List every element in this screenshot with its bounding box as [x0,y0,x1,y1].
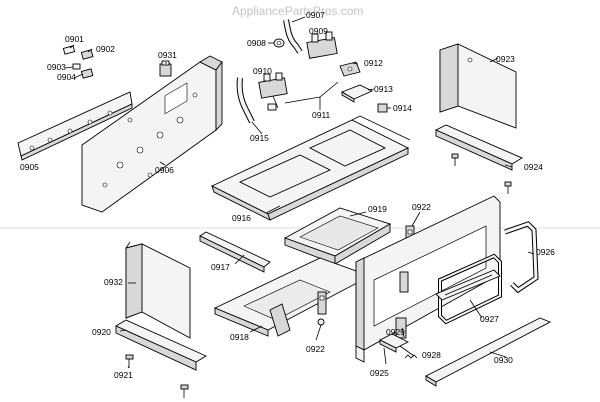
part-0924-leveler-a[interactable] [451,153,459,166]
part-0916-base-pan[interactable] [210,115,411,221]
label-0904: 0904 [57,72,76,82]
label-0905: 0905 [20,162,39,172]
part-0918-bottom-frame[interactable] [213,257,372,337]
part-0925-front-frame[interactable] [355,195,501,363]
leader-lines [64,16,535,369]
label-0918: 0918 [230,332,249,342]
part-0923-side-panel[interactable] [439,43,517,129]
label-0923: 0923 [496,54,515,64]
label-0916: 0916 [232,213,251,223]
label-0927: 0927 [480,314,499,324]
label-0914: 0914 [393,103,412,113]
part-0922-bracket-lower[interactable] [317,291,327,326]
label-0919: 0919 [368,204,387,214]
part-0901-clip[interactable] [62,45,76,55]
label-0930: 0930 [494,355,513,365]
label-0901: 0901 [65,34,84,44]
part-0920-kick-rail[interactable] [115,319,207,371]
watermark: AppliancePartsPros.com [232,4,363,18]
part-0909-valve[interactable] [306,31,338,59]
label-0921: 0921 [114,370,133,380]
label-0913: 0913 [374,84,393,94]
part-0904-grommet[interactable] [80,68,94,79]
label-0902: 0902 [96,44,115,54]
label-0928: 0928 [422,350,441,360]
part-0910-igniter[interactable] [258,72,288,109]
label-0924: 0924 [524,162,543,172]
part-0927-burner[interactable] [435,269,501,301]
part-0912-thermostat[interactable] [339,61,361,77]
part-0915-gas-tube[interactable] [236,77,255,124]
label-0922-lower: 0922 [306,344,325,354]
label-0929: 0929 [386,327,405,337]
part-0903-screw[interactable] [72,63,81,70]
part-0906-back-panel[interactable] [81,55,223,213]
label-0911: 0911 [312,110,331,120]
part-0924-kick-rail[interactable] [434,124,523,171]
label-0903: 0903 [47,62,66,72]
label-0912: 0912 [364,58,383,68]
part-0931-switch[interactable] [159,60,172,77]
label-0926: 0926 [536,247,555,257]
part-0926-burner-tube[interactable] [438,221,539,325]
label-0920: 0920 [92,327,111,337]
label-0925: 0925 [370,368,389,378]
part-0930-front-rail[interactable] [425,317,552,387]
part-0908-clamp[interactable] [273,38,285,48]
part-0913-cover[interactable] [340,84,374,103]
label-0922-upper: 0922 [412,202,431,212]
part-0924-leveler-b[interactable] [504,181,512,194]
part-0928-orifice[interactable] [378,333,410,353]
part-0905-control-panel[interactable] [17,91,133,161]
label-0909: 0909 [309,26,328,36]
part-0929-spring[interactable] [404,354,418,359]
part-0914-sensor[interactable] [377,103,388,113]
label-0906: 0906 [155,165,174,175]
label-0908: 0908 [247,38,266,48]
label-0917: 0917 [211,262,230,272]
label-0931: 0931 [158,50,177,60]
part-0919-drawer-tray[interactable] [283,207,392,265]
part-0921-leveler-b[interactable] [180,384,189,398]
part-0907-tube[interactable] [283,19,303,54]
label-0915: 0915 [250,133,269,143]
label-0932: 0932 [104,277,123,287]
part-0921-leveler-a[interactable] [125,354,134,368]
label-0907: 0907 [306,10,325,20]
part-0902-bracket[interactable] [80,49,94,60]
label-0910: 0910 [253,66,272,76]
part-0932-side-panel[interactable] [125,241,191,339]
